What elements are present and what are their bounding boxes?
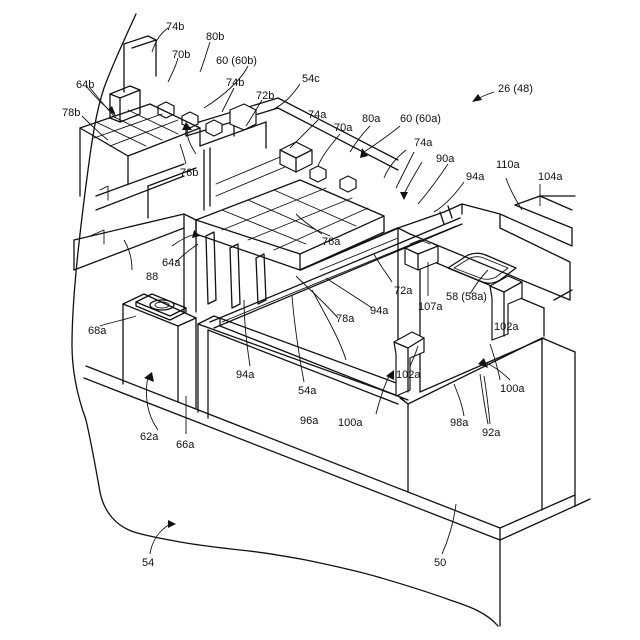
wall-96a bbox=[198, 316, 410, 418]
grid-block-78b bbox=[80, 104, 200, 210]
label-70b: 70b bbox=[172, 49, 190, 61]
arrow-54 bbox=[168, 520, 176, 528]
label-64b: 64b bbox=[76, 79, 94, 91]
label-78a: 78a bbox=[336, 313, 355, 325]
posts-row-a bbox=[280, 142, 356, 192]
arrow-26 bbox=[472, 94, 482, 102]
label-104a: 104a bbox=[538, 171, 563, 183]
label-78b: 78b bbox=[62, 107, 80, 119]
label-74b-mid: 74b bbox=[226, 77, 244, 89]
label-26: 26 (48) bbox=[498, 83, 533, 95]
label-102a-right: 102a bbox=[494, 321, 519, 333]
label-76b: 76b bbox=[180, 167, 198, 179]
lower-housing-54 bbox=[84, 366, 590, 626]
label-76a: 76a bbox=[322, 236, 341, 248]
label-88: 88 bbox=[146, 271, 158, 283]
label-54c: 54c bbox=[302, 73, 320, 85]
label-96a: 96a bbox=[300, 415, 319, 427]
grid-block-76a bbox=[196, 180, 384, 270]
label-74a-top: 74a bbox=[308, 109, 327, 121]
connector-68a bbox=[136, 294, 186, 320]
label-54a: 54a bbox=[298, 385, 317, 397]
label-100a-left: 100a bbox=[338, 417, 363, 429]
arrow-62a bbox=[144, 372, 154, 382]
label-62a: 62a bbox=[140, 431, 159, 443]
label-80b: 80b bbox=[206, 31, 224, 43]
label-60a: 60 (60a) bbox=[400, 113, 441, 125]
slots-64a bbox=[206, 232, 266, 308]
label-58: 58 (58a) bbox=[446, 291, 487, 303]
label-66a: 66a bbox=[176, 439, 195, 451]
label-110a: 110a bbox=[496, 159, 521, 171]
label-94a-top: 94a bbox=[466, 171, 485, 183]
arrow-90a bbox=[400, 192, 408, 200]
arrow-100a-left bbox=[386, 370, 394, 380]
housing-64b bbox=[110, 36, 156, 122]
label-54: 54 bbox=[142, 557, 154, 569]
label-70a: 70a bbox=[334, 122, 353, 134]
label-94a-low: 94a bbox=[236, 369, 255, 381]
label-60b: 60 (60b) bbox=[216, 55, 257, 67]
label-80a: 80a bbox=[362, 113, 381, 125]
label-92a: 92a bbox=[482, 427, 501, 439]
label-74b-top: 74b bbox=[166, 21, 184, 33]
label-74a-mid: 74a bbox=[414, 137, 433, 149]
label-68a: 68a bbox=[88, 325, 107, 337]
label-100a-right: 100a bbox=[500, 383, 525, 395]
label-90a: 90a bbox=[436, 153, 455, 165]
wall-92a bbox=[398, 338, 575, 510]
label-64a: 64a bbox=[162, 257, 181, 269]
label-94a-mid: 94a bbox=[370, 305, 389, 317]
label-50: 50 bbox=[434, 557, 446, 569]
arrow-60a bbox=[360, 148, 368, 158]
label-72a: 72a bbox=[394, 285, 413, 297]
break-line bbox=[72, 14, 498, 626]
reference-labels: 74b 80b 70b 60 (60b) 64b 74b 54c 72b 78b… bbox=[62, 21, 563, 569]
label-107a: 107a bbox=[418, 301, 443, 313]
label-102a-left: 102a bbox=[396, 369, 421, 381]
label-72b: 72b bbox=[256, 90, 274, 102]
label-98a: 98a bbox=[450, 417, 469, 429]
